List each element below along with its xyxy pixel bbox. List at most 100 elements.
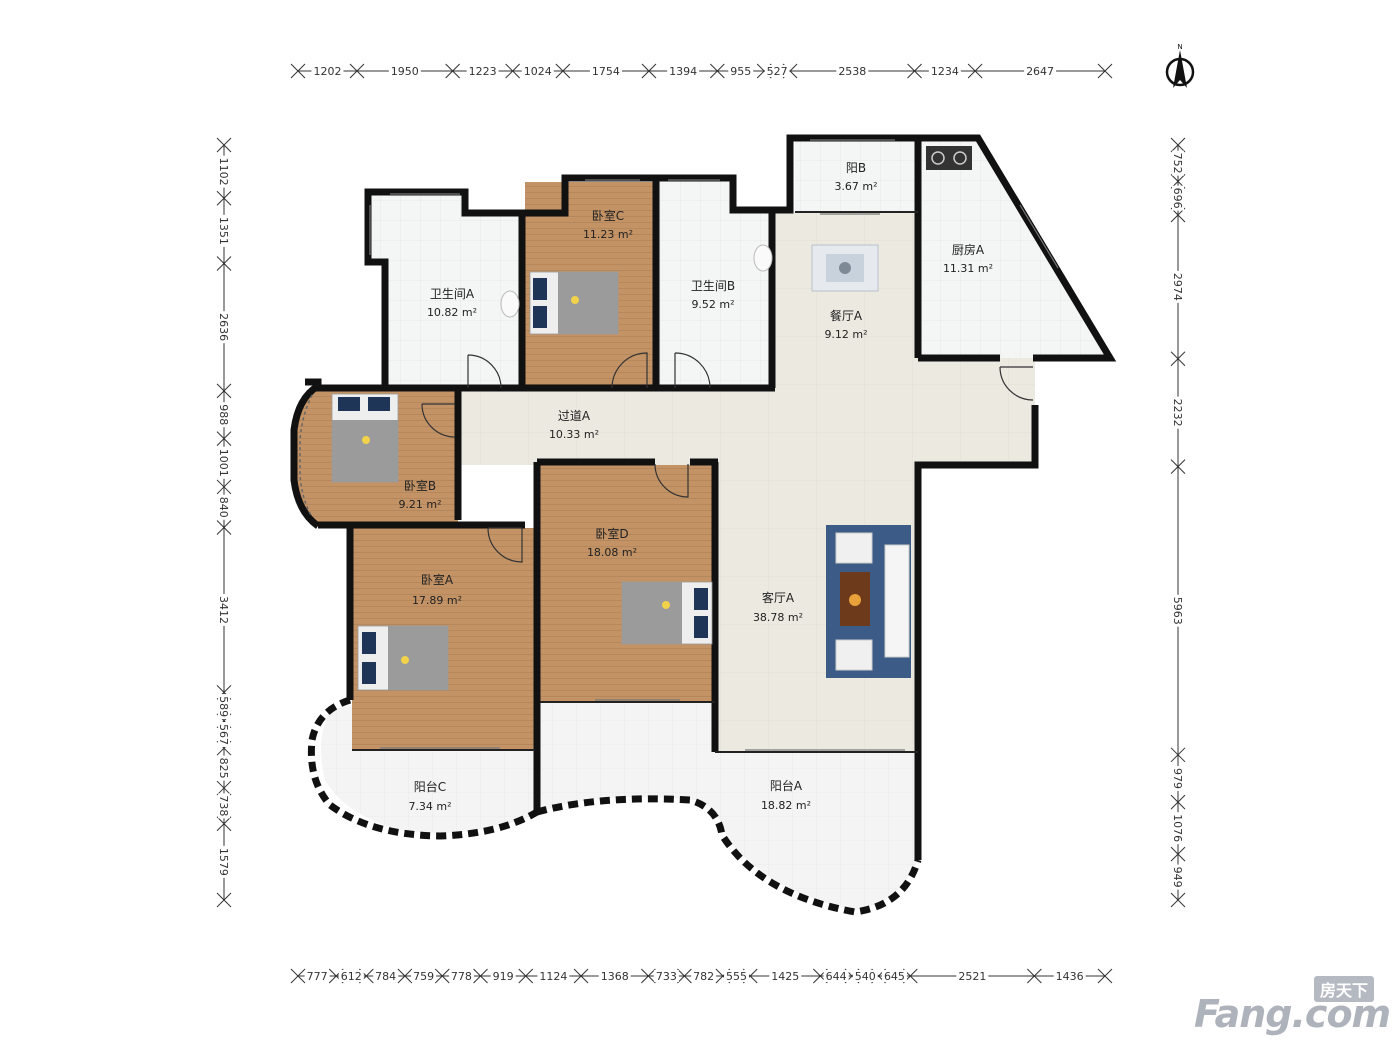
dimension-label: 738 bbox=[217, 795, 230, 816]
toilet-a bbox=[500, 290, 520, 318]
dimension-label-bg bbox=[311, 65, 344, 77]
dimension-label-bg bbox=[373, 970, 399, 982]
dimension-tick bbox=[709, 63, 725, 79]
dimension-label-bg bbox=[1172, 185, 1184, 211]
dimension-label: 5963 bbox=[1171, 597, 1184, 625]
dimension-label-bg bbox=[218, 214, 230, 247]
door-bedroom-b bbox=[421, 403, 456, 438]
dimension-label-bg bbox=[218, 793, 230, 819]
compass-label: N bbox=[1177, 43, 1182, 51]
dimension-tick bbox=[1170, 892, 1186, 908]
room-name: 厨房A bbox=[952, 242, 985, 257]
dimension-label-bg bbox=[338, 970, 364, 982]
windows bbox=[369, 139, 1059, 751]
north-arrow-icon: N bbox=[1165, 43, 1195, 88]
dimension-tick bbox=[290, 63, 306, 79]
room-name: 卧室B bbox=[404, 478, 436, 493]
dimension-tick bbox=[641, 968, 656, 984]
bay-wall-bedroom-b bbox=[290, 382, 321, 529]
room-area: 10.82 m² bbox=[427, 306, 477, 319]
door-bedroom-a bbox=[487, 527, 523, 563]
bed-bedroom-b bbox=[331, 393, 399, 483]
dimension-label-bg bbox=[218, 402, 230, 428]
dimension-label: 527 bbox=[767, 65, 788, 78]
dimension-label-bg bbox=[823, 970, 849, 982]
dining-table bbox=[811, 244, 879, 292]
dimension-label: 567 bbox=[217, 724, 230, 745]
wall-right-living bbox=[914, 405, 1039, 752]
room-area: 38.78 m² bbox=[753, 611, 803, 624]
dimension-tick bbox=[1097, 63, 1113, 79]
room-area: 3.67 m² bbox=[834, 180, 877, 193]
dimension-label-bg bbox=[1053, 970, 1086, 982]
dimension-label: 1754 bbox=[592, 65, 620, 78]
dimension-label: 696 bbox=[1171, 188, 1184, 209]
dimension-label: 1024 bbox=[524, 65, 552, 78]
room-name: 卧室A bbox=[421, 572, 454, 587]
dimension-tick bbox=[216, 520, 232, 535]
dimension-label-bg bbox=[1172, 150, 1184, 176]
dimension-label: 752 bbox=[1171, 153, 1184, 174]
dimension-tick bbox=[518, 968, 534, 984]
dimension-label-bg bbox=[691, 970, 717, 982]
dimension-label: 2521 bbox=[958, 970, 986, 983]
dimension-label-bg bbox=[388, 65, 421, 77]
dimension-label: 919 bbox=[493, 970, 514, 983]
wall-bedroom-c-top bbox=[525, 174, 658, 217]
room-area: 11.23 m² bbox=[583, 228, 633, 241]
room-area: 9.12 m² bbox=[824, 328, 867, 341]
dimension-tick bbox=[290, 968, 306, 984]
room-area: 10.33 m² bbox=[549, 428, 599, 441]
room-name: 阳台C bbox=[414, 779, 446, 794]
bed-bedroom-a bbox=[357, 625, 449, 691]
dimension-tick bbox=[677, 968, 692, 984]
dimension-tick bbox=[473, 968, 488, 984]
door-bathroom-a bbox=[467, 354, 502, 389]
dimension-label: 782 bbox=[693, 970, 714, 983]
dimension-label-bg bbox=[881, 970, 907, 982]
dimension-label: 840 bbox=[217, 497, 230, 518]
logo-main-text: Fang.com bbox=[1194, 992, 1391, 1036]
dimension-label: 1579 bbox=[217, 848, 230, 876]
dimension-label: 777 bbox=[307, 970, 328, 983]
dimension-label: 1202 bbox=[313, 65, 341, 78]
sofa-set bbox=[826, 525, 911, 678]
dimension-tick bbox=[445, 63, 461, 79]
dimension-label-bg bbox=[667, 65, 700, 77]
dimension-label-bg bbox=[1172, 594, 1184, 627]
dimension-label: 2647 bbox=[1026, 65, 1054, 78]
balcony-a-curve bbox=[536, 795, 922, 916]
room-area: 9.21 m² bbox=[398, 498, 441, 511]
dimension-tick bbox=[1097, 968, 1113, 984]
balcony-a-floor bbox=[540, 702, 918, 910]
dimension-label: 759 bbox=[413, 970, 434, 983]
dimension-tick bbox=[349, 63, 365, 79]
dimension-tick bbox=[216, 431, 232, 446]
room-area: 7.34 m² bbox=[408, 800, 451, 813]
dimension-label-bg bbox=[218, 311, 230, 344]
doors bbox=[421, 352, 1034, 563]
room-labels: 卫生间A 10.82 m² 卧室C 11.23 m² 卫生间B 9.52 m² … bbox=[398, 161, 993, 813]
dimension-label: 2538 bbox=[838, 65, 866, 78]
balcony-c-floor bbox=[321, 705, 535, 833]
dimension-label-bg bbox=[836, 65, 869, 77]
dimension-label-bg bbox=[1172, 864, 1184, 890]
dimension-tick bbox=[216, 137, 232, 153]
dimension-label: 979 bbox=[1171, 768, 1184, 789]
dimension-tick bbox=[1026, 968, 1042, 984]
dimension-label: 2232 bbox=[1171, 399, 1184, 427]
dimension-tick bbox=[216, 256, 232, 271]
dimension-tick bbox=[216, 892, 232, 908]
room-area: 18.08 m² bbox=[587, 546, 637, 559]
dimension-label-bg bbox=[218, 446, 230, 479]
room-name: 卫生间A bbox=[430, 287, 475, 301]
dimension-label: 1351 bbox=[217, 217, 230, 245]
dimension-label-bg bbox=[448, 970, 474, 982]
dimension-tick bbox=[216, 190, 232, 206]
dimension-label: 1950 bbox=[391, 65, 419, 78]
dimension-label-bg bbox=[411, 970, 437, 982]
dimension-label-bg bbox=[852, 970, 878, 982]
dimension-label: 1234 bbox=[931, 65, 959, 78]
dimension-label-bg bbox=[1172, 396, 1184, 429]
